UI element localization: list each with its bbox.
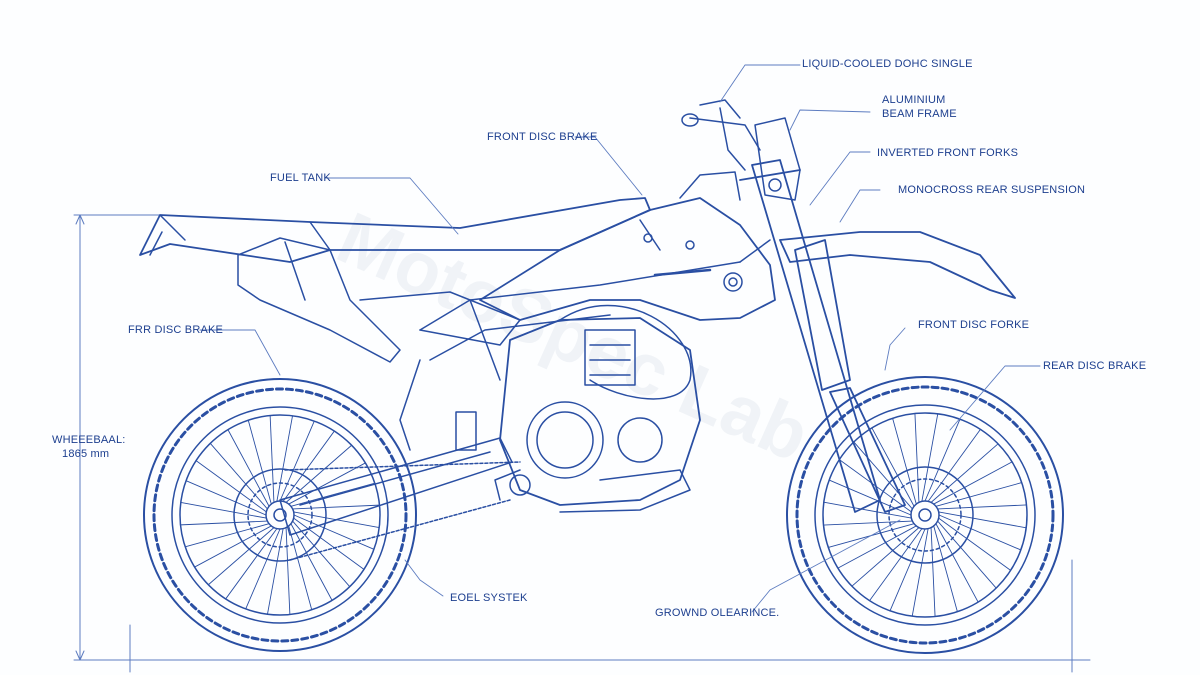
wheel-spoke bbox=[914, 413, 920, 503]
callout-fuel-tank: FUEL TANK bbox=[270, 172, 331, 184]
wheel-spoke bbox=[293, 514, 375, 550]
rear-wheel bbox=[143, 378, 417, 652]
number-plate bbox=[754, 117, 801, 201]
wheel-spoke bbox=[247, 419, 272, 505]
wheel-spoke bbox=[279, 420, 315, 502]
callout-frame-line1: ALUMINIUM bbox=[882, 94, 946, 106]
wheel-spoke bbox=[290, 523, 333, 601]
wheel-spoke bbox=[937, 504, 1027, 510]
callout-fuel-system: EOEL SYSTEK bbox=[450, 592, 528, 604]
wheel-spoke bbox=[823, 501, 912, 519]
wheel-spoke bbox=[911, 528, 929, 617]
fuel-tank-shroud bbox=[479, 171, 776, 321]
wheel-spoke bbox=[935, 523, 979, 603]
callout-front-fork-lower: FRONT DISC FORKE bbox=[918, 319, 1030, 331]
exhaust bbox=[559, 304, 692, 400]
wheel-spoke bbox=[225, 528, 278, 600]
callout-forks: INVERTED FRONT FORKS bbox=[877, 147, 1019, 159]
wheel-spoke bbox=[290, 482, 376, 507]
wheel-spoke bbox=[292, 504, 380, 510]
engine bbox=[494, 317, 701, 513]
wheel-spoke bbox=[892, 417, 917, 505]
wheel-spoke bbox=[207, 527, 275, 586]
front-fork bbox=[739, 159, 906, 513]
wheel-spoke bbox=[288, 525, 313, 611]
wheel-spoke bbox=[837, 525, 917, 569]
wheel-spoke bbox=[935, 482, 1023, 507]
callout-frame-line2: BEAM FRAME bbox=[882, 108, 957, 120]
wheel-spoke bbox=[921, 413, 939, 502]
wheel-spoke bbox=[933, 525, 958, 613]
wheel-spoke bbox=[853, 441, 913, 510]
callout-ground-clearance: GROWND OLEARINCE. bbox=[655, 607, 780, 619]
wheel-spoke bbox=[184, 523, 270, 548]
front-wheel bbox=[786, 376, 1064, 654]
wheel-spoke bbox=[293, 517, 365, 570]
wheel-spoke bbox=[851, 527, 920, 587]
tail-and-seat bbox=[139, 197, 651, 263]
front-fender bbox=[779, 231, 1016, 299]
wheel-spoke bbox=[209, 442, 268, 510]
wheel-spoke bbox=[180, 502, 267, 519]
dimension-lines bbox=[73, 214, 1091, 673]
wheel-spoke bbox=[285, 527, 291, 615]
chain bbox=[284, 461, 521, 561]
wheel-spoke bbox=[267, 528, 284, 615]
wheel-spoke bbox=[185, 480, 267, 516]
wheel-spoke bbox=[938, 514, 1022, 551]
callout-suspension: MONOCROSS REAR SUSPENSION bbox=[898, 184, 1086, 196]
handlebar bbox=[681, 99, 761, 171]
wheel-spoke bbox=[871, 427, 915, 507]
wheel-spoke bbox=[245, 528, 281, 610]
wheel-spoke bbox=[924, 418, 961, 502]
wheel-spoke bbox=[823, 520, 913, 526]
wheel-spoke bbox=[937, 520, 997, 589]
callout-rear-brake-left: FRR DISC BRAKE bbox=[128, 324, 224, 336]
callout-front-brake-top: FRONT DISC BRAKE bbox=[487, 131, 598, 143]
wheel-spoke bbox=[195, 460, 267, 513]
wheel-spoke bbox=[288, 462, 366, 505]
wheel-spoke bbox=[828, 479, 912, 516]
wheel-spoke bbox=[869, 528, 923, 602]
wheel-spoke bbox=[933, 461, 1013, 505]
wheel-spoke bbox=[276, 415, 293, 502]
wheel-spoke bbox=[938, 517, 1012, 571]
callout-wheelbase-line1: WHEEEBAAL: bbox=[52, 434, 126, 446]
wheel-spoke bbox=[927, 428, 981, 502]
side-panel bbox=[237, 237, 521, 363]
callout-wheelbase-line2: 1865 mm bbox=[62, 448, 110, 460]
callout-rear-brake-right: REAR DISC BRAKE bbox=[1043, 360, 1147, 372]
wheel-spoke bbox=[930, 443, 999, 503]
wheel-spoke bbox=[285, 444, 353, 503]
wheel-spoke bbox=[292, 520, 351, 588]
wheel-spoke bbox=[180, 520, 268, 526]
wheel-spoke bbox=[227, 429, 270, 507]
wheel-spoke bbox=[269, 415, 275, 503]
swingarm bbox=[279, 411, 513, 536]
callout-engine: LIQUID-COOLED DOHC SINGLE bbox=[802, 58, 973, 70]
wheel-spoke bbox=[282, 430, 335, 502]
wheel-spoke bbox=[194, 525, 272, 568]
wheel-spoke bbox=[938, 511, 1027, 529]
leader-lines bbox=[199, 64, 1041, 613]
wheel-spoke bbox=[889, 528, 926, 612]
wheel-spoke bbox=[930, 527, 936, 617]
